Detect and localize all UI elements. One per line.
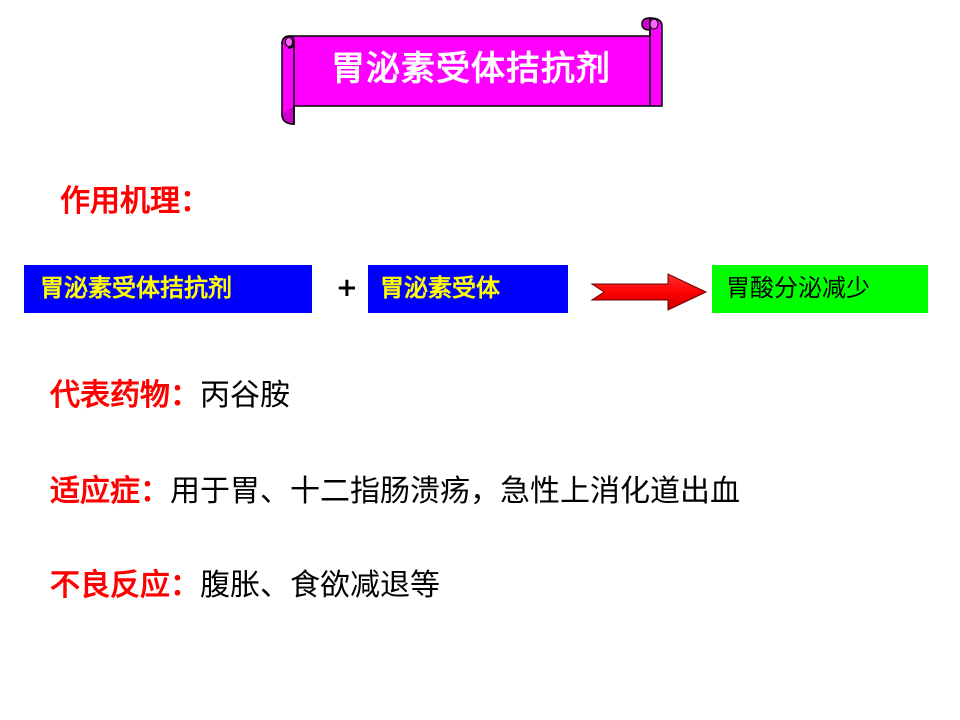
- indication-label: 适应症：: [50, 474, 170, 509]
- receptor-box: 胃泌素受体: [368, 265, 568, 313]
- result-box: 胃酸分泌减少: [712, 265, 928, 313]
- right-arrow-icon: [590, 273, 708, 311]
- page-title: 胃泌素受体拮抗剂: [331, 49, 611, 89]
- representative-drug-value: 丙谷胺: [200, 378, 290, 413]
- representative-drug-label: 代表药物：: [50, 378, 200, 413]
- antagonist-box: 胃泌素受体拮抗剂: [24, 265, 312, 313]
- scroll-shape: [281, 17, 663, 125]
- indication-line: 适应症：用于胃、十二指肠溃疡，急性上消化道出血: [50, 472, 740, 512]
- indication-value: 用于胃、十二指肠溃疡，急性上消化道出血: [170, 474, 740, 509]
- plus-sign: +: [336, 273, 358, 303]
- title-banner: 胃泌素受体拮抗剂: [278, 14, 664, 130]
- representative-drug-line: 代表药物：丙谷胺: [50, 376, 290, 416]
- adverse-reaction-value: 腹胀、食欲减退等: [200, 568, 440, 603]
- adverse-reaction-label: 不良反应：: [50, 568, 200, 603]
- mechanism-label: 作用机理：: [60, 184, 210, 219]
- adverse-reaction-line: 不良反应：腹胀、食欲减退等: [50, 566, 440, 606]
